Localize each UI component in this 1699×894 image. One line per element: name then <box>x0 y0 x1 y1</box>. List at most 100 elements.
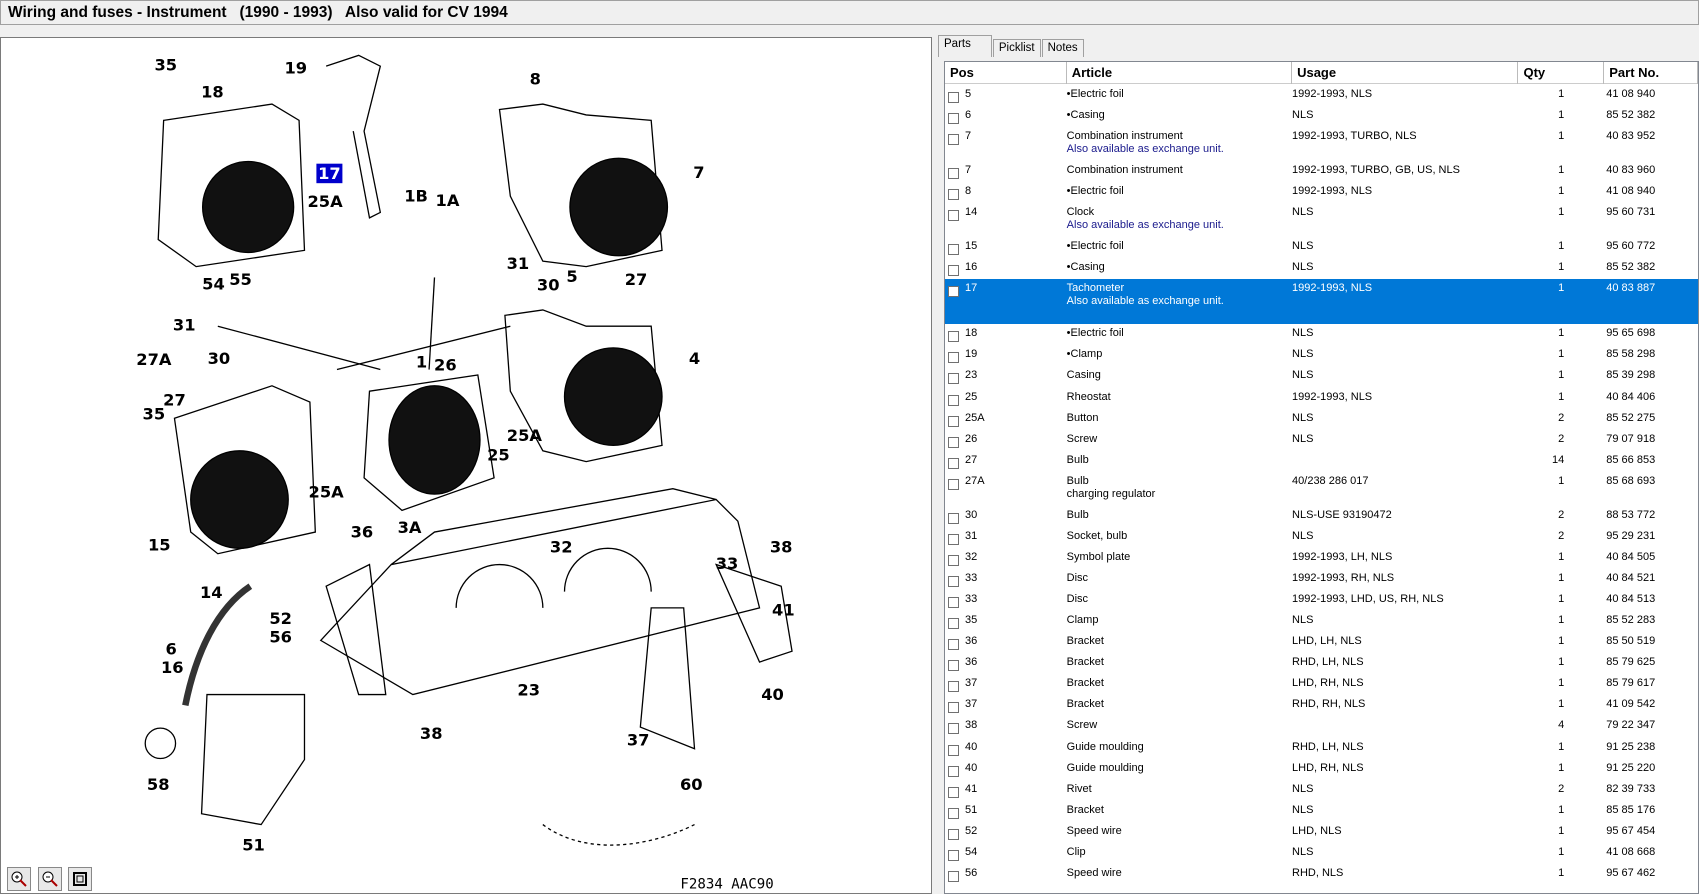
row-checkbox[interactable] <box>948 331 959 343</box>
row-checkbox[interactable] <box>948 702 959 714</box>
callout-58[interactable]: 58 <box>147 775 170 794</box>
callout-37[interactable]: 37 <box>627 730 650 749</box>
row-checkbox[interactable] <box>948 807 959 819</box>
callout-23[interactable]: 23 <box>517 681 540 700</box>
row-checkbox[interactable] <box>948 575 959 587</box>
row-checkbox[interactable] <box>948 828 959 840</box>
callout-19[interactable]: 19 <box>285 59 308 78</box>
callout-31[interactable]: 31 <box>507 254 530 273</box>
fit-to-window-button[interactable] <box>68 867 92 891</box>
row-checkbox[interactable] <box>948 871 959 883</box>
row-checkbox[interactable] <box>948 681 959 693</box>
row-checkbox[interactable] <box>948 660 959 672</box>
row-checkbox[interactable] <box>948 512 959 524</box>
callout-52[interactable]: 52 <box>269 609 292 628</box>
row-checkbox[interactable] <box>948 285 959 297</box>
row-checkbox[interactable] <box>948 744 959 756</box>
row-checkbox[interactable] <box>948 533 959 545</box>
callout-31[interactable]: 31 <box>173 316 196 335</box>
callout-27[interactable]: 27 <box>625 270 648 289</box>
column-header-qty[interactable]: Qty <box>1518 62 1605 84</box>
column-header-pos[interactable]: Pos <box>945 62 1067 84</box>
callout-1A[interactable]: 1A <box>436 191 460 210</box>
callout-7[interactable]: 7 <box>693 163 704 182</box>
row-checkbox[interactable] <box>948 167 959 179</box>
tab-parts[interactable]: Parts <box>938 35 992 57</box>
callout-6[interactable]: 6 <box>166 639 177 658</box>
row-checkbox[interactable] <box>948 394 959 406</box>
row-checkbox[interactable] <box>948 415 959 427</box>
row-checkbox[interactable] <box>948 786 959 798</box>
callout-3A[interactable]: 3A <box>398 518 422 537</box>
callout-30[interactable]: 30 <box>208 349 231 368</box>
callout-51[interactable]: 51 <box>242 836 265 855</box>
callout-18[interactable]: 18 <box>201 83 224 102</box>
callout-30[interactable]: 30 <box>537 275 560 294</box>
row-checkbox[interactable] <box>948 850 959 861</box>
row-checkbox[interactable] <box>948 134 959 146</box>
callout-8[interactable]: 8 <box>530 70 541 89</box>
callout-1B[interactable]: 1B <box>404 187 428 206</box>
callout-35[interactable]: 35 <box>154 56 177 75</box>
callout-4[interactable]: 4 <box>689 349 700 368</box>
callout-25[interactable]: 25 <box>487 446 510 465</box>
row-checkbox[interactable] <box>948 617 959 629</box>
row-checkbox[interactable] <box>948 209 959 221</box>
callout-25A[interactable]: 25A <box>507 426 543 445</box>
callout-55[interactable]: 55 <box>229 270 252 289</box>
exchange-unit-note[interactable]: Also available as exchange unit. <box>1066 143 1224 156</box>
row-checkbox[interactable] <box>948 478 959 490</box>
row-checkbox[interactable] <box>948 352 959 364</box>
row-checkbox[interactable] <box>948 457 959 469</box>
callout-17[interactable]: 17 <box>318 164 341 183</box>
row-checkbox[interactable] <box>948 596 959 608</box>
callout-25A[interactable]: 25A <box>309 482 345 501</box>
zoom-in-button[interactable] <box>7 867 31 891</box>
exchange-unit-note[interactable]: Also available as exchange unit. <box>1066 294 1224 307</box>
row-checkbox[interactable] <box>948 188 959 200</box>
row-checkbox[interactable] <box>948 554 959 566</box>
row-checkbox[interactable] <box>948 639 959 651</box>
callout-32[interactable]: 32 <box>550 538 573 557</box>
callout-38[interactable]: 38 <box>420 724 443 743</box>
row-checkbox[interactable] <box>948 264 959 276</box>
zoom-out-button[interactable] <box>38 867 62 891</box>
callout-35[interactable]: 35 <box>143 404 166 423</box>
callout-36[interactable]: 36 <box>351 522 374 541</box>
row-checkbox[interactable] <box>948 92 959 103</box>
callout-25A[interactable]: 25A <box>307 192 343 211</box>
tab-picklist[interactable]: Picklist <box>992 39 1041 57</box>
row-checkbox[interactable] <box>948 373 959 385</box>
column-header-usage[interactable]: Usage <box>1292 62 1519 84</box>
tab-notes[interactable]: Notes <box>1041 39 1084 57</box>
callout-40[interactable]: 40 <box>761 685 784 704</box>
